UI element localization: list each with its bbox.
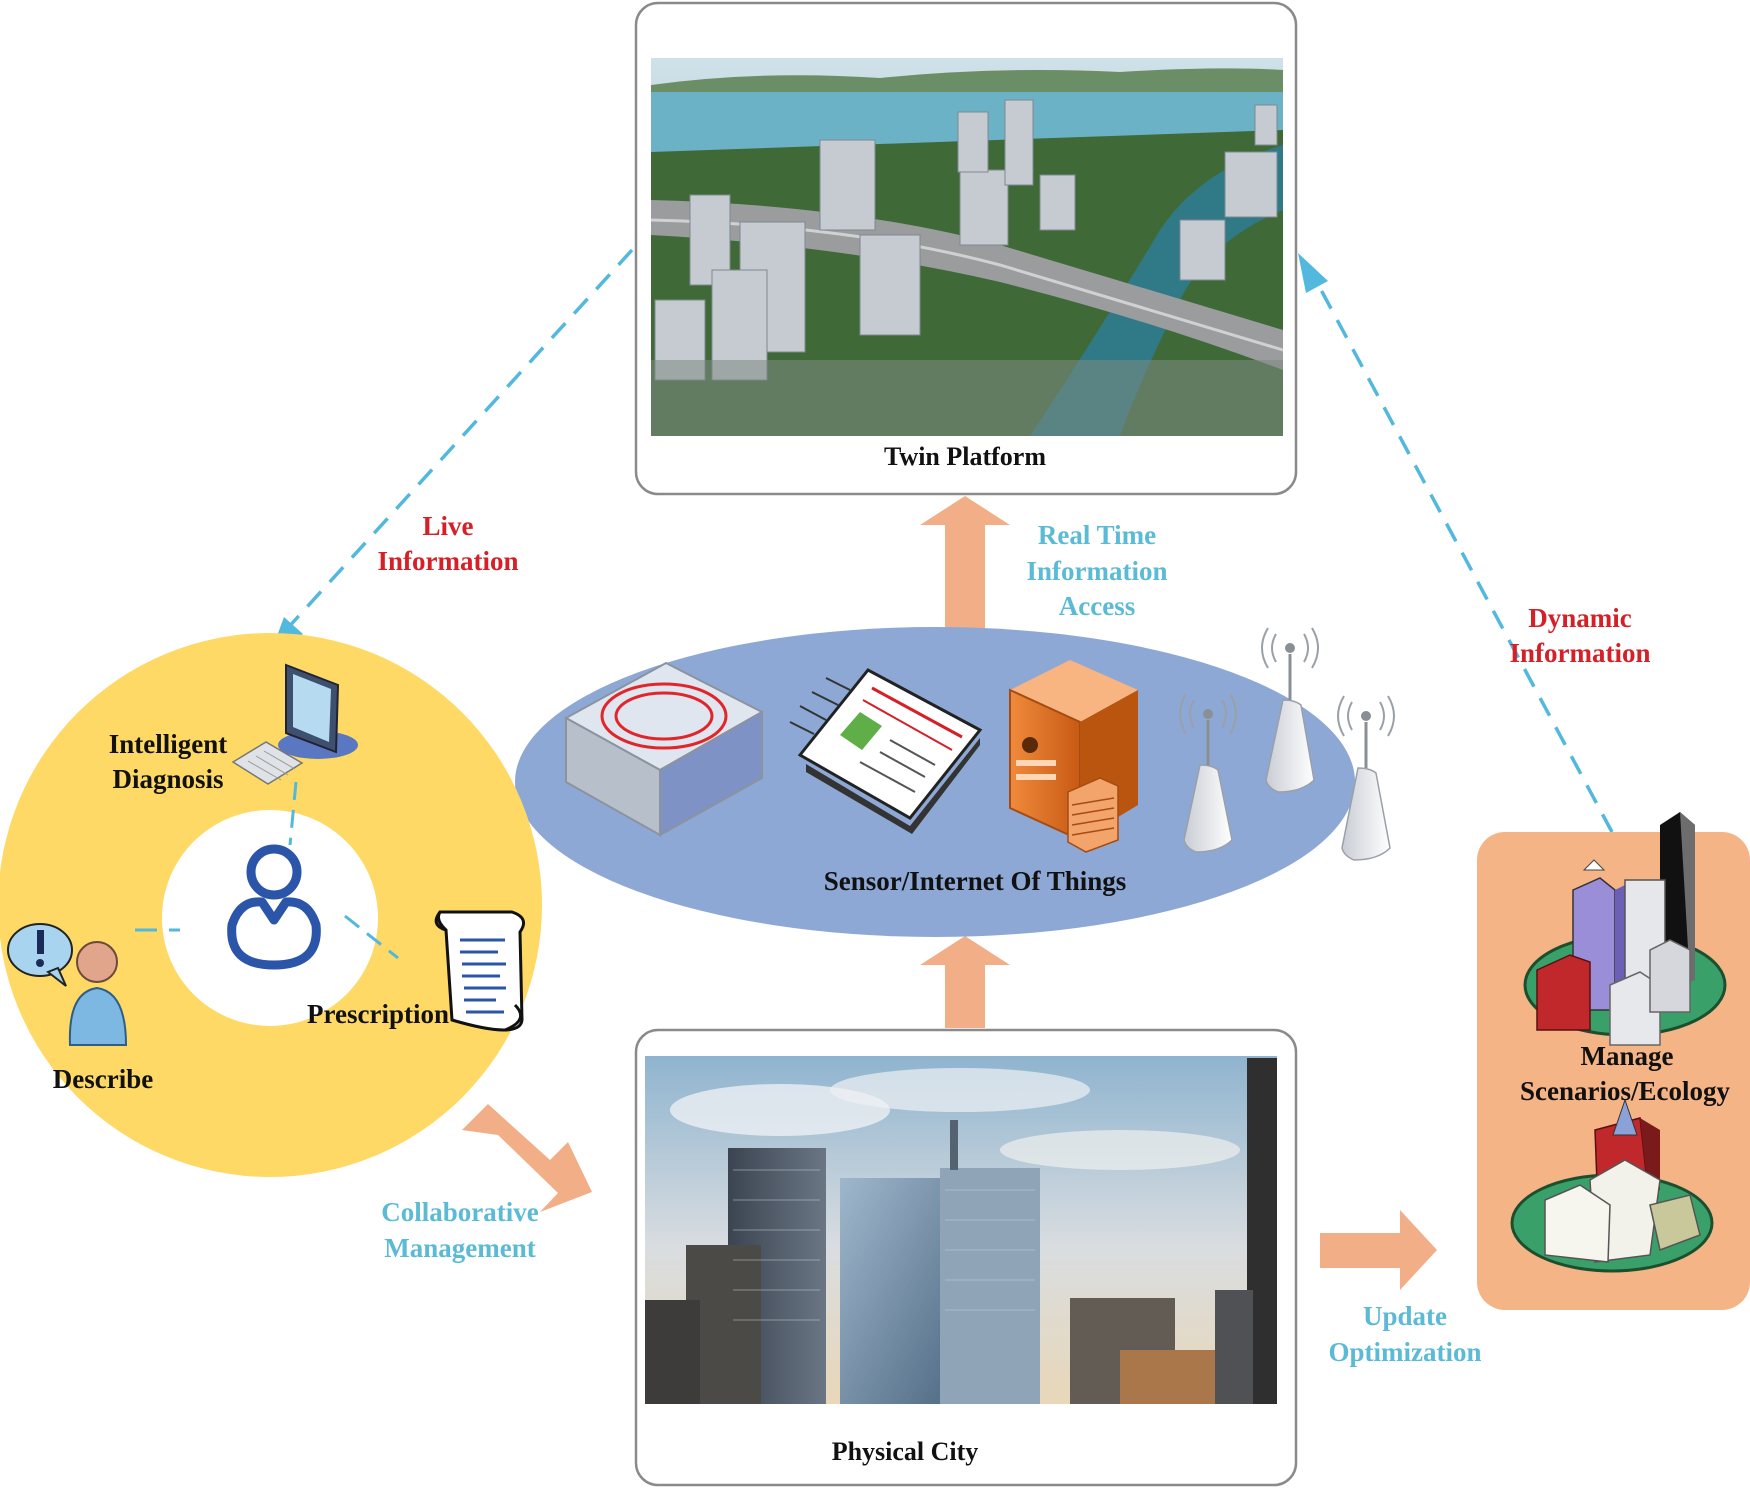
update-label-1: Update [1363, 1301, 1447, 1331]
live-info-label-1: Live [423, 511, 474, 541]
antenna-icon [1179, 627, 1395, 861]
antenna-2 [1261, 627, 1319, 793]
city-model-icon [1523, 812, 1727, 1046]
twin-platform-panel: Twin Platform [634, 1, 1298, 496]
dynamic-info-label-1: Dynamic [1528, 603, 1632, 633]
antenna-3 [1337, 695, 1395, 861]
dynamic-information-arrowhead [1298, 253, 1328, 293]
server-icon [1009, 660, 1138, 853]
physical-city-photo [645, 1056, 1277, 1404]
user-icon [227, 844, 321, 970]
orange-arrows [462, 496, 1437, 1290]
newspaper-icon [789, 668, 983, 834]
computer-icon [231, 663, 358, 785]
real-time-label-1: Real Time [1038, 520, 1156, 550]
describe-label: Describe [53, 1064, 153, 1094]
dynamic-information-dashed-line [1318, 287, 1614, 833]
manage-label-2: Scenarios/Ecology [1520, 1076, 1730, 1106]
collaborative-label-2: Management [384, 1233, 535, 1263]
real-time-label-3: Access [1059, 591, 1135, 621]
intelligent-diagnosis-label-1: Intelligent [109, 729, 228, 759]
flow-labels: Real Time Information Access Live Inform… [378, 511, 1651, 1367]
manage-scenarios-panel: Manage Scenarios/Ecology [1477, 812, 1750, 1310]
real-time-label-2: Information [1027, 556, 1168, 586]
describe-person-icon [7, 923, 128, 1046]
prescription-scroll-icon [434, 910, 526, 1032]
prescription-label: Prescription [307, 999, 449, 1029]
sensor-iot-cluster: Sensor/Internet Of Things [515, 627, 1395, 937]
antenna-1 [1179, 693, 1237, 853]
church-model-icon [1510, 1098, 1714, 1273]
arrow-up-to-sensor [920, 936, 1010, 1028]
arrow-to-physical-city [462, 1104, 592, 1212]
manage-label-1: Manage [1581, 1041, 1674, 1071]
twin-platform-render [650, 58, 1284, 436]
live-information-dashed-line [284, 248, 634, 632]
arrow-to-manage [1320, 1210, 1437, 1290]
sensor-box-icon [563, 661, 765, 837]
arrow-up-to-twin [920, 496, 1010, 630]
connector-lines [135, 781, 399, 960]
physical-city-label: Physical City [832, 1437, 979, 1466]
live-info-label-2: Information [378, 546, 519, 576]
physical-city-panel: Physical City [634, 1028, 1298, 1487]
intelligent-diagnosis-label-2: Diagnosis [112, 764, 223, 794]
dynamic-info-label-2: Information [1510, 638, 1651, 668]
collaborative-label-1: Collaborative [381, 1197, 538, 1227]
sensor-iot-label: Sensor/Internet Of Things [824, 866, 1127, 896]
update-label-2: Optimization [1329, 1337, 1482, 1367]
diagnosis-circle-group: Intelligent Diagnosis Prescription Descr… [0, 633, 542, 1177]
twin-platform-label: Twin Platform [884, 442, 1046, 471]
